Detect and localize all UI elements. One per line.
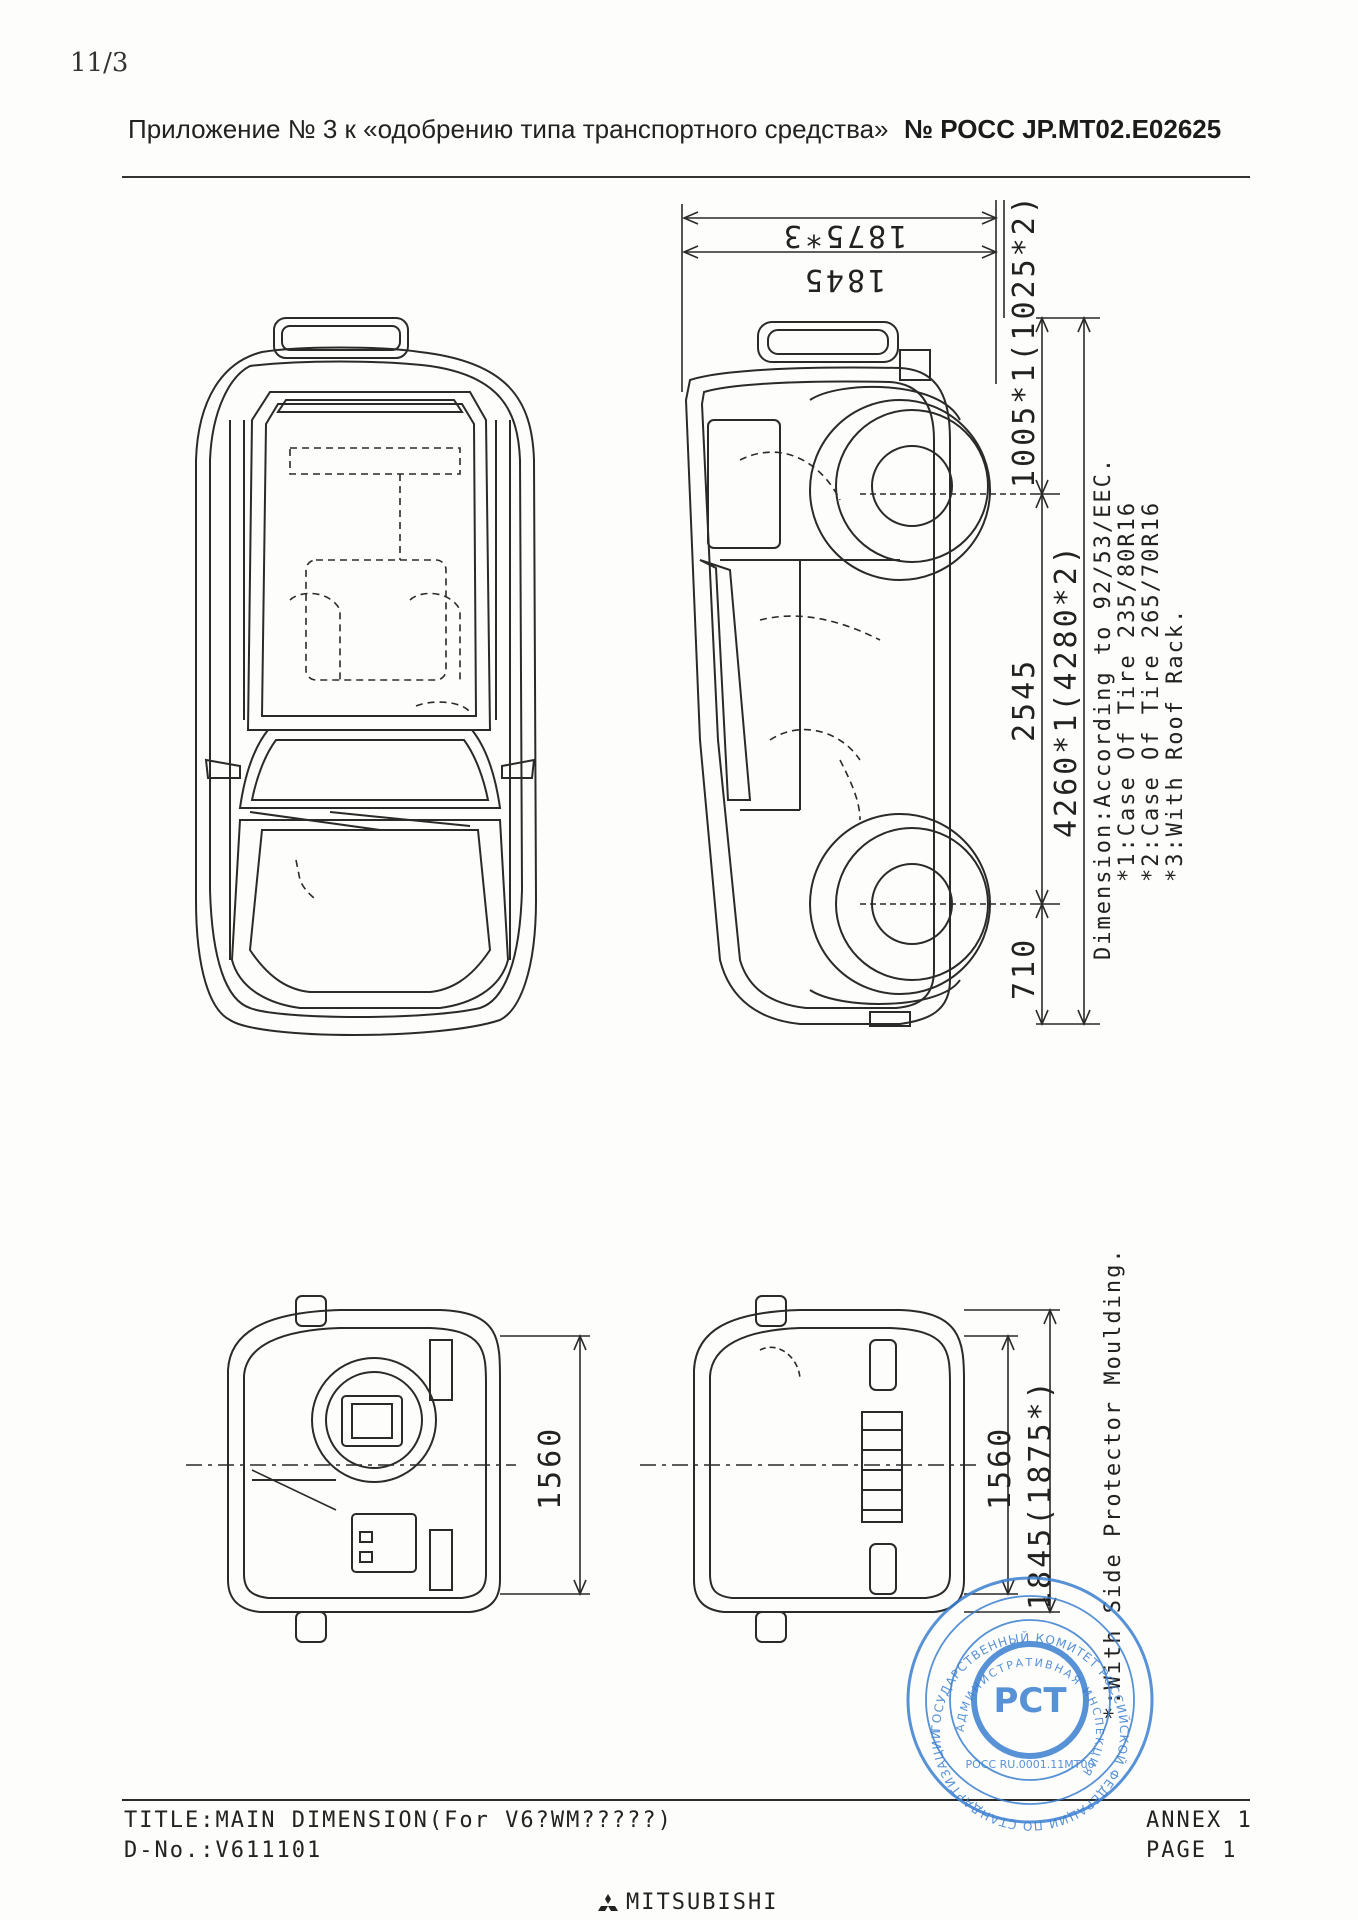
annex-heading: Приложение № 3 к «одобрению типа транспо… bbox=[128, 114, 889, 144]
front-view-drawing bbox=[640, 1295, 980, 1643]
handwritten-page-number: 11/3 bbox=[70, 48, 129, 78]
stamp-logo: PCT bbox=[993, 1681, 1067, 1721]
svg-text:ГОСУДАРСТВЕННЫЙ КОМИТЕТ РОССИЙ: ГОСУДАРСТВЕННЫЙ КОМИТЕТ РОССИЙСКОЙ ФЕДЕР… bbox=[0, 0, 1131, 1833]
top-view-drawing bbox=[195, 317, 538, 1036]
title-block-doc-no: D-No.:V611101 bbox=[124, 1838, 323, 1863]
front-view-dimension-lines bbox=[964, 1307, 1060, 1615]
title-block-title: TITLE:MAIN DIMENSION(For V6?WM?????) bbox=[124, 1808, 673, 1833]
rear-view-drawing bbox=[186, 1295, 516, 1643]
side-view-drawing bbox=[684, 321, 991, 1027]
mitsubishi-logo-icon bbox=[598, 1893, 618, 1911]
side-view-dimension-lines bbox=[681, 200, 1100, 1027]
rear-view-dimension-lines bbox=[500, 1333, 590, 1597]
title-block-page: PAGE 1 bbox=[1146, 1838, 1238, 1863]
title-block-annex: ANNEX 1 bbox=[1146, 1808, 1253, 1833]
stamp-outer-text: ГОСУДАРСТВЕННЫЙ КОМИТЕТ РОССИЙСКОЙ ФЕДЕР… bbox=[0, 0, 1131, 1833]
approval-number: № РОСС JP.MT02.E02625 bbox=[904, 114, 1222, 144]
brand-mark: MITSUBISHI bbox=[598, 1890, 778, 1915]
header-rule bbox=[122, 176, 1250, 178]
brand-name: MITSUBISHI bbox=[626, 1890, 779, 1915]
stamp-code: РОСС RU.0001.11МТ00 bbox=[965, 1758, 1094, 1771]
